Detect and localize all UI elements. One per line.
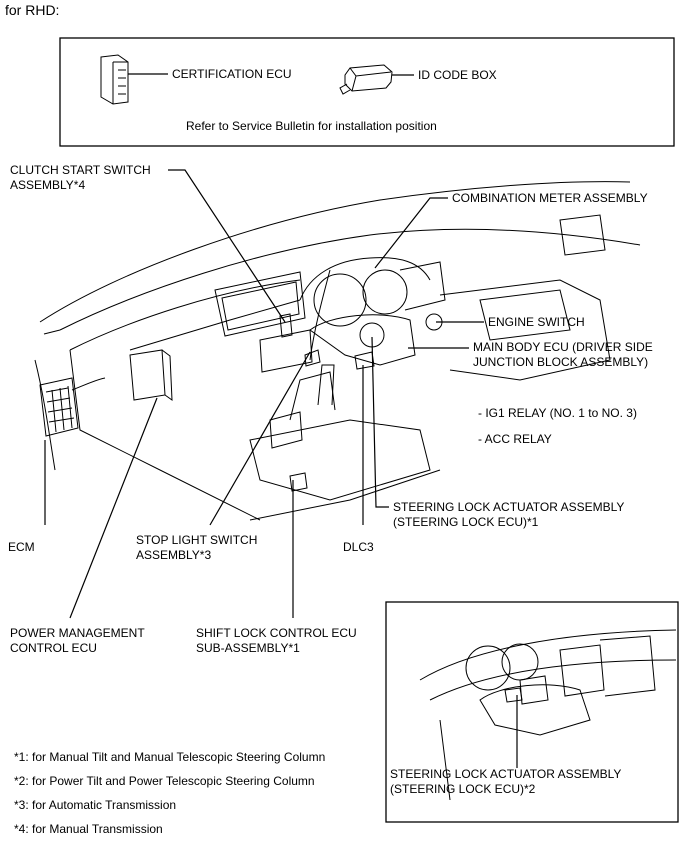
- id-code-box-icon: [339, 64, 393, 95]
- stop-light-switch-label: STOP LIGHT SWITCH ASSEMBLY*3: [136, 533, 258, 562]
- legend-box: [59, 37, 675, 147]
- installation-note: Refer to Service Bulletin for installati…: [186, 119, 437, 133]
- certification-ecu-label: CERTIFICATION ECU: [172, 67, 292, 81]
- steering-lock-actuator-1-label: STEERING LOCK ACTUATOR ASSEMBLY (STEERIN…: [393, 500, 625, 529]
- inset-box: [385, 601, 679, 823]
- id-code-box-label: ID CODE BOX: [418, 68, 497, 82]
- leader-lines: [44, 169, 484, 619]
- dlc3-label: DLC3: [343, 540, 374, 554]
- footnote-3: *3: for Automatic Transmission: [14, 798, 177, 812]
- combination-meter-label: COMBINATION METER ASSEMBLY: [452, 191, 648, 205]
- power-management-ecu-label: POWER MANAGEMENT CONTROL ECU: [10, 626, 145, 655]
- footnote-2: *2: for Power Tilt and Power Telescopic …: [14, 774, 315, 788]
- inset-dashboard-illustration: [419, 629, 677, 801]
- engine-switch-label: ENGINE SWITCH: [488, 315, 585, 329]
- acc-relay-label: - ACC RELAY: [478, 432, 552, 446]
- clutch-start-switch-label: CLUTCH START SWITCH ASSEMBLY*4: [10, 163, 151, 192]
- steering-lock-actuator-2-label: STEERING LOCK ACTUATOR ASSEMBLY (STEERIN…: [390, 767, 622, 796]
- footnote-4: *4: for Manual Transmission: [14, 822, 163, 836]
- dashboard-illustration: [34, 181, 641, 521]
- footnote-1: *1: for Manual Tilt and Manual Telescopi…: [14, 750, 326, 764]
- ecm-label: ECM: [8, 540, 35, 554]
- shift-lock-ecu-label: SHIFT LOCK CONTROL ECU SUB-ASSEMBLY*1: [196, 626, 357, 655]
- main-body-ecu-label: MAIN BODY ECU (DRIVER SIDE JUNCTION BLOC…: [473, 340, 653, 369]
- ig1-relay-label: - IG1 RELAY (NO. 1 to NO. 3): [478, 406, 637, 420]
- certification-ecu-icon: [100, 54, 129, 105]
- page-header: for RHD:: [5, 2, 60, 18]
